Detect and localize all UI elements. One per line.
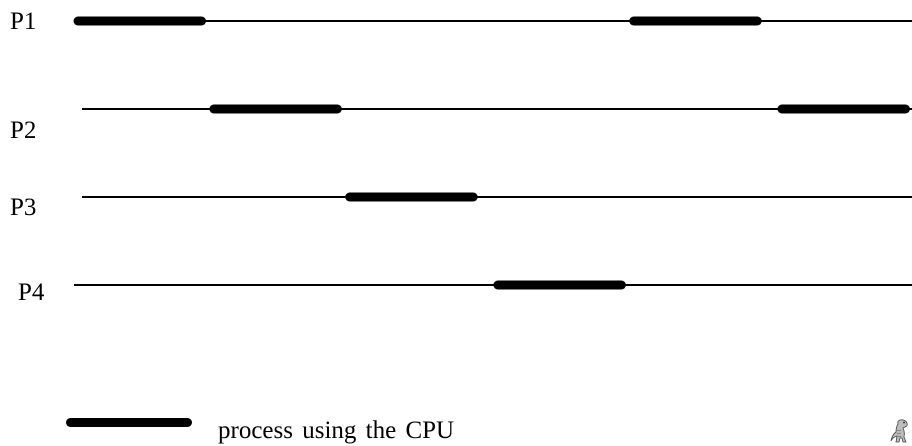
legend-cpu-burst-swatch xyxy=(66,418,192,427)
process-label-p2: P2 xyxy=(10,117,37,144)
process-label-p3: P3 xyxy=(10,194,37,221)
legend-label: process using the CPU xyxy=(218,417,455,444)
dinosaur-mascot-icon xyxy=(890,419,908,443)
process-label-p4: P4 xyxy=(18,279,45,306)
process-label-p1: P1 xyxy=(10,8,37,35)
